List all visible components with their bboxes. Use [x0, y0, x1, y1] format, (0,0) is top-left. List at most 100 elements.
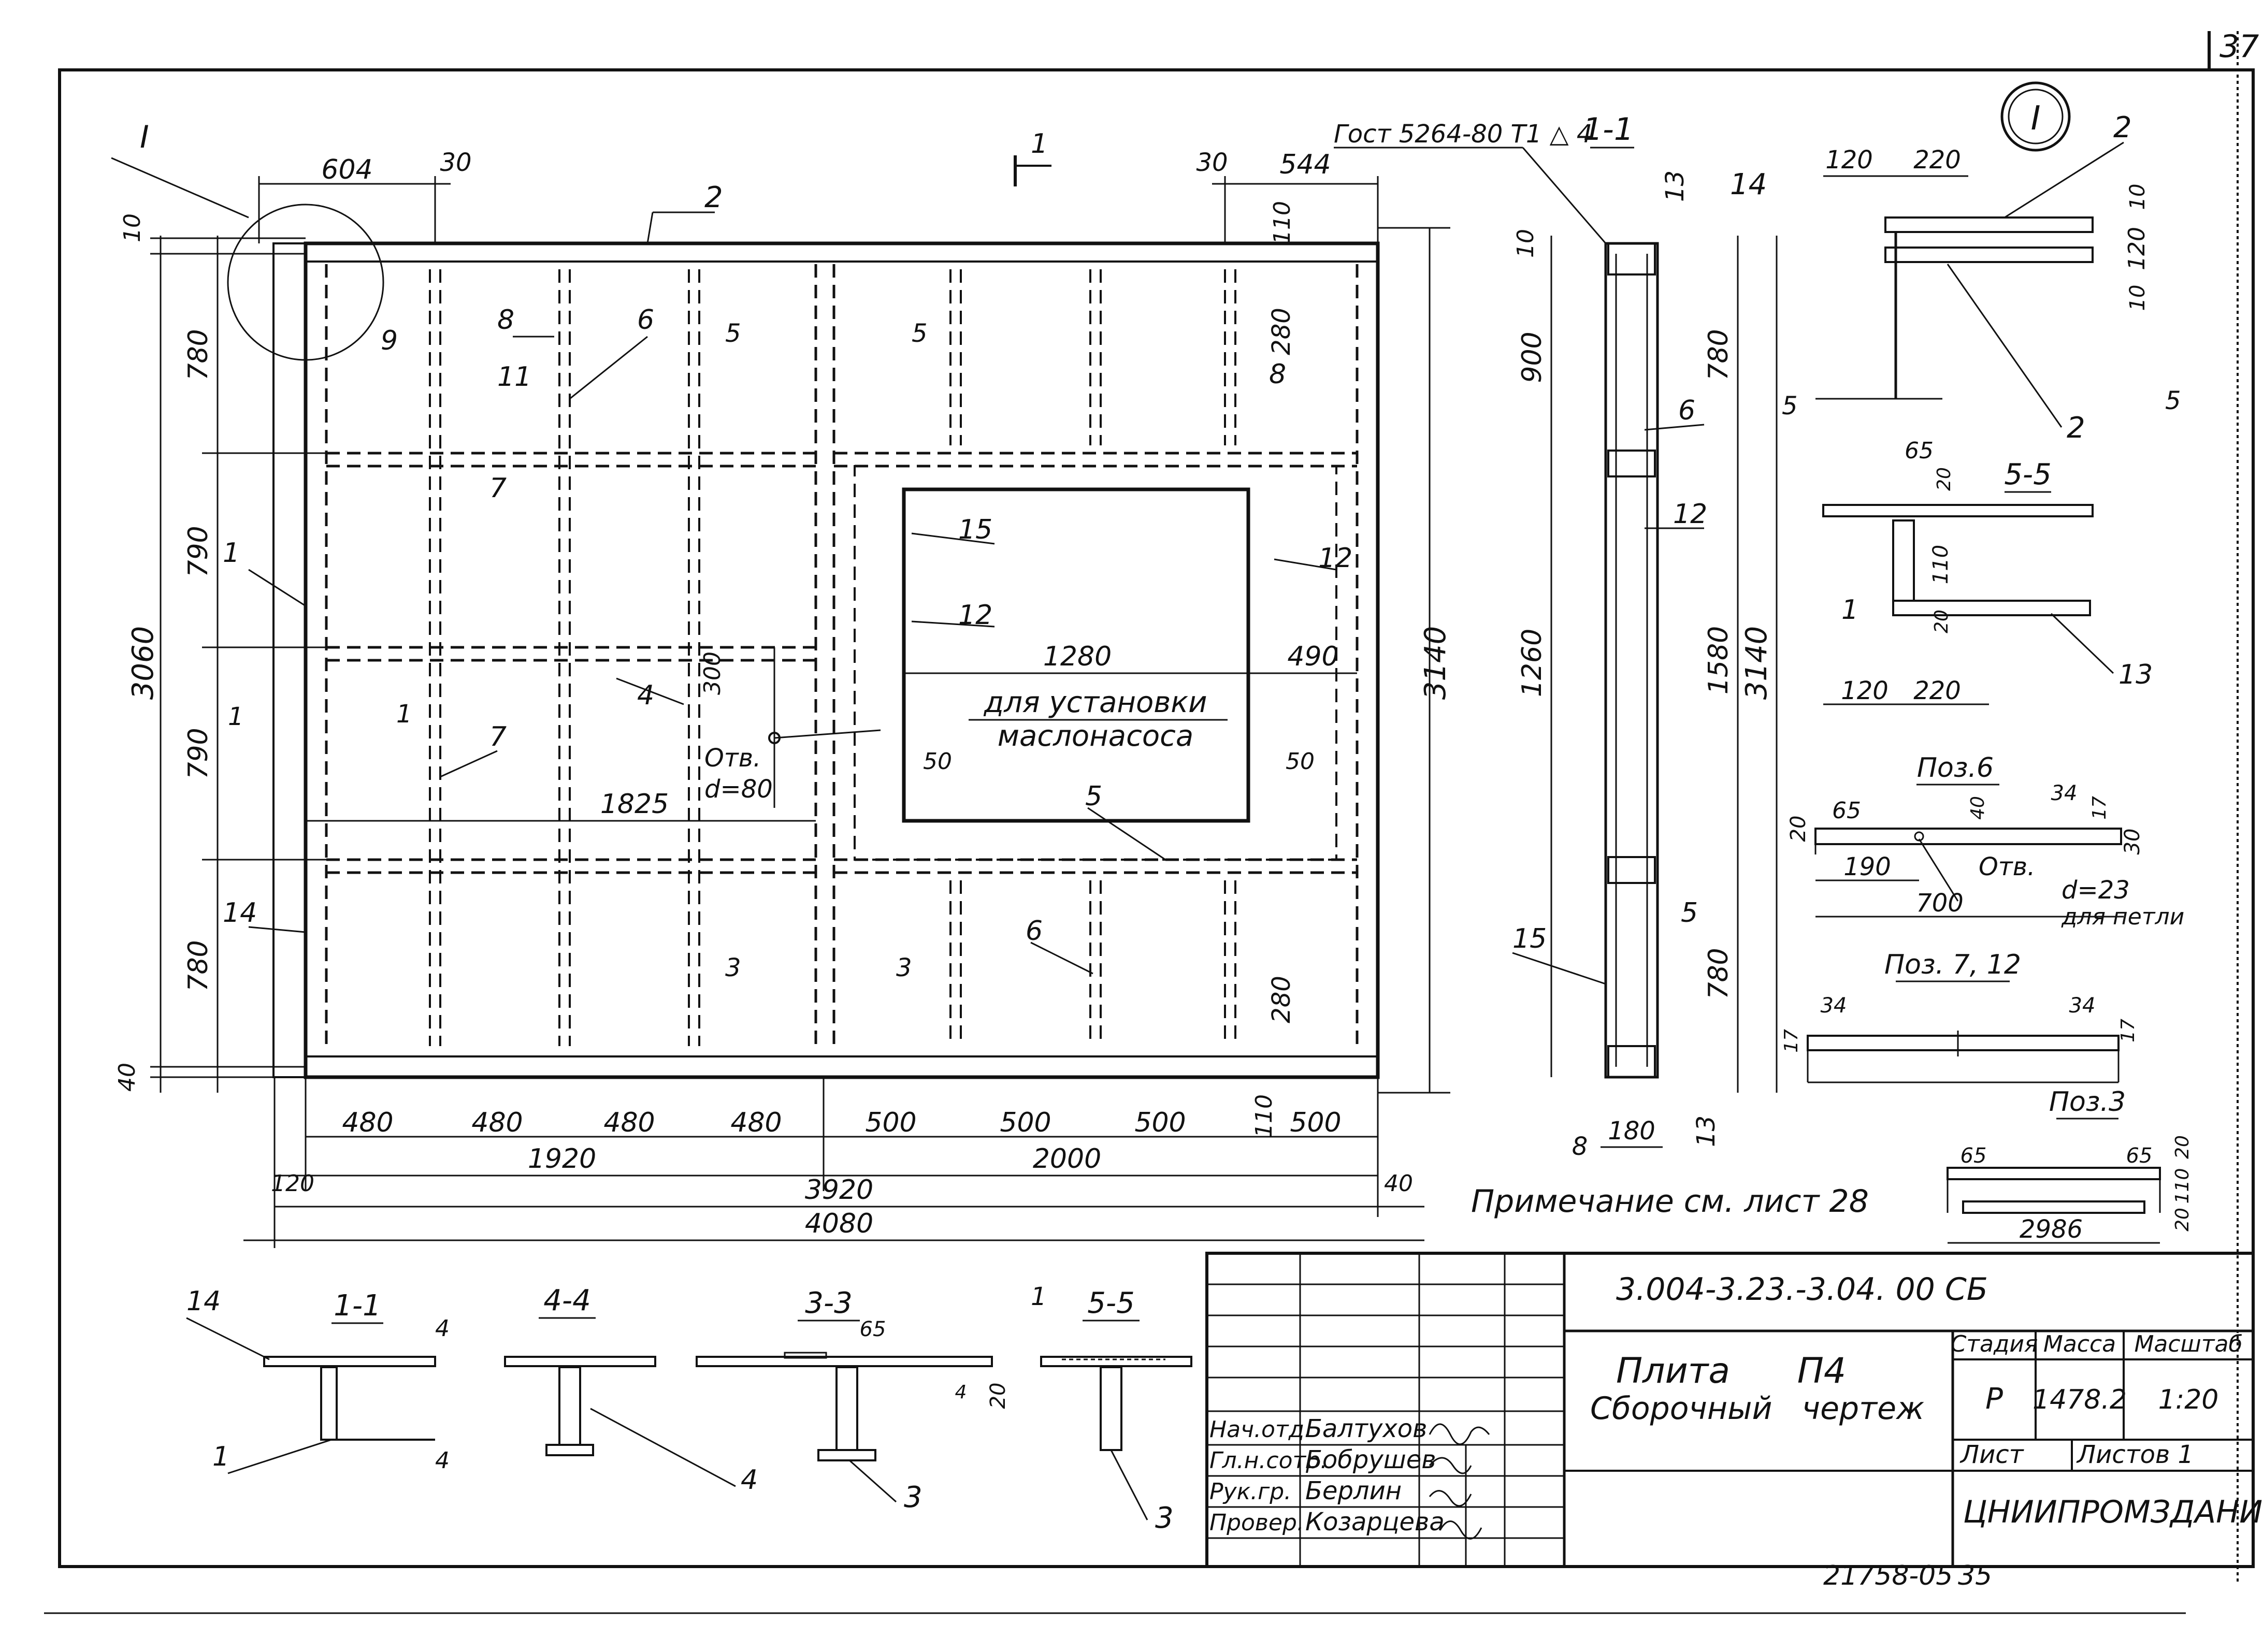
svg-text:780: 780 [183, 940, 214, 991]
bottom-section-5-5: 5-5 1 3 [1031, 1282, 1192, 1535]
svg-text:780: 780 [1703, 948, 1734, 999]
svg-text:120: 120 [1825, 146, 1873, 175]
svg-text:65: 65 [1832, 798, 1861, 824]
plate-outline [304, 241, 1380, 1079]
svg-text:120: 120 [2124, 227, 2150, 270]
svg-text:20: 20 [986, 1383, 1010, 1409]
svg-text:Отв.: Отв. [1979, 852, 2035, 881]
svg-text:2000: 2000 [1033, 1143, 1101, 1175]
svg-text:14: 14 [1730, 168, 1767, 201]
svg-text:20: 20 [1934, 467, 1955, 491]
svg-text:40: 40 [1967, 796, 1988, 820]
svg-text:110: 110 [1929, 545, 1953, 584]
svg-text:490: 490 [1287, 641, 1338, 672]
svg-text:4: 4 [435, 1315, 450, 1342]
right-dimension-chain: 3140 110 280 280 110 [1251, 201, 1452, 1138]
svg-text:8: 8 [1269, 359, 1286, 390]
svg-text:Стадия: Стадия [1951, 1331, 2038, 1357]
svg-text:1825: 1825 [600, 789, 669, 820]
svg-text:Провер.: Провер. [1209, 1510, 1304, 1536]
svg-text:5-5: 5-5 [2004, 458, 2051, 491]
svg-text:480: 480 [342, 1107, 393, 1138]
svg-text:300: 300 [699, 651, 726, 695]
svg-text:3: 3 [904, 1481, 923, 1514]
svg-text:Листов 1: Листов 1 [2076, 1440, 2194, 1469]
svg-text:I: I [2031, 99, 2041, 138]
svg-text:4080: 4080 [805, 1208, 873, 1239]
svg-text:1: 1 [212, 1441, 229, 1472]
svg-text:1478.2: 1478.2 [2033, 1384, 2127, 1415]
opening-dimensions: 1280 490 50 50 1825 300 Отв. d=80 для ус… [306, 641, 1357, 822]
svg-text:65: 65 [1905, 438, 1934, 464]
svg-text:5: 5 [912, 319, 928, 348]
svg-text:5: 5 [2165, 386, 2181, 415]
svg-text:2: 2 [704, 181, 723, 214]
svg-text:Поз.6: Поз.6 [1917, 752, 1994, 784]
svg-text:4: 4 [741, 1465, 758, 1496]
svg-text:220: 220 [1913, 146, 1961, 175]
svg-text:790: 790 [183, 728, 214, 779]
svg-text:Бобрушев: Бобрушев [1305, 1445, 1436, 1474]
left-dimension-chain: 10 780 790 790 780 40 3060 [114, 213, 326, 1093]
svg-text:8: 8 [1572, 1132, 1588, 1161]
gost-weld-note: Гост 5264-80 T1 △ 4 [1334, 120, 1592, 149]
svg-text:Лист: Лист [1959, 1440, 2025, 1469]
opening-label-2: маслонасоса [998, 719, 1194, 753]
poz-7-12-detail: Поз. 7, 12 34 34 17 17 [1781, 949, 2139, 1083]
svg-text:280: 280 [1267, 976, 1296, 1023]
svg-text:d=80: d=80 [704, 775, 773, 804]
svg-text:480: 480 [603, 1107, 655, 1138]
svg-text:1: 1 [223, 538, 240, 569]
svg-text:3920: 3920 [805, 1175, 873, 1206]
svg-text:5: 5 [1681, 897, 1698, 929]
dim-30-right: 30 [1196, 148, 1228, 177]
svg-text:11: 11 [497, 361, 531, 393]
svg-text:65: 65 [860, 1317, 886, 1341]
svg-text:13: 13 [2118, 659, 2153, 690]
svg-text:20: 20 [2172, 1208, 2193, 1231]
svg-text:1: 1 [1841, 595, 1858, 626]
svg-text:d=23: d=23 [2062, 876, 2130, 905]
svg-text:7: 7 [489, 721, 507, 752]
svg-text:3: 3 [1155, 1501, 1174, 1535]
svg-text:15: 15 [1512, 923, 1547, 954]
svg-text:17: 17 [2117, 1019, 2139, 1042]
svg-text:4: 4 [955, 1382, 967, 1403]
detail-I: I 120 220 10 120 10 2 14 2 5 5 [1730, 81, 2181, 445]
svg-text:Р: Р [1985, 1382, 2003, 1416]
svg-text:500: 500 [1290, 1107, 1341, 1138]
svg-text:1-1: 1-1 [334, 1289, 381, 1323]
svg-text:20: 20 [1931, 610, 1952, 633]
svg-text:Гл.н.сотр.: Гл.н.сотр. [1209, 1447, 1328, 1474]
svg-text:220: 220 [1913, 676, 1961, 705]
note-see-sheet-28: Примечание см. лист 28 [1471, 1183, 1869, 1220]
svg-text:5: 5 [725, 319, 741, 348]
svg-text:Отв.: Отв. [704, 744, 761, 773]
svg-text:9: 9 [381, 325, 398, 356]
svg-text:4-4: 4-4 [543, 1284, 590, 1317]
svg-text:Поз.3: Поз.3 [2049, 1086, 2126, 1118]
svg-text:2986: 2986 [2020, 1215, 2083, 1244]
svg-text:500: 500 [1000, 1107, 1051, 1138]
bottom-section-1-1: 1-1 14 1 4 4 [186, 1286, 450, 1474]
svg-text:17: 17 [1781, 1029, 1802, 1053]
svg-text:Масштаб: Масштаб [2134, 1331, 2242, 1357]
svg-text:Козарцева: Козарцева [1305, 1508, 1445, 1537]
svg-text:3-3: 3-3 [805, 1286, 852, 1320]
svg-text:10: 10 [1512, 229, 1539, 258]
svg-text:1: 1 [228, 702, 244, 731]
svg-text:3060: 3060 [126, 626, 160, 700]
svg-text:1280: 1280 [1043, 641, 1112, 672]
transverse-ribs [326, 452, 1357, 874]
opening-label-1: для установки [984, 686, 1207, 719]
plan-section-marks: 5 5 1 1 3 3 [228, 319, 928, 982]
title-line-2: Сборочный чертеж [1590, 1390, 1924, 1427]
svg-text:40: 40 [1384, 1170, 1413, 1197]
main-plan-view: I 604 30 30 544 1 [111, 119, 1607, 1248]
svg-text:120: 120 [271, 1170, 314, 1197]
svg-text:50: 50 [1286, 748, 1315, 775]
organization-name: ЦНИИПРОМЗДАНИЙ [1963, 1494, 2263, 1530]
svg-text:Масса: Масса [2043, 1331, 2116, 1357]
title-block: 3.004-3.23.-3.04. 00 СБ Плита П4 Сборочн… [1205, 1252, 2263, 1568]
